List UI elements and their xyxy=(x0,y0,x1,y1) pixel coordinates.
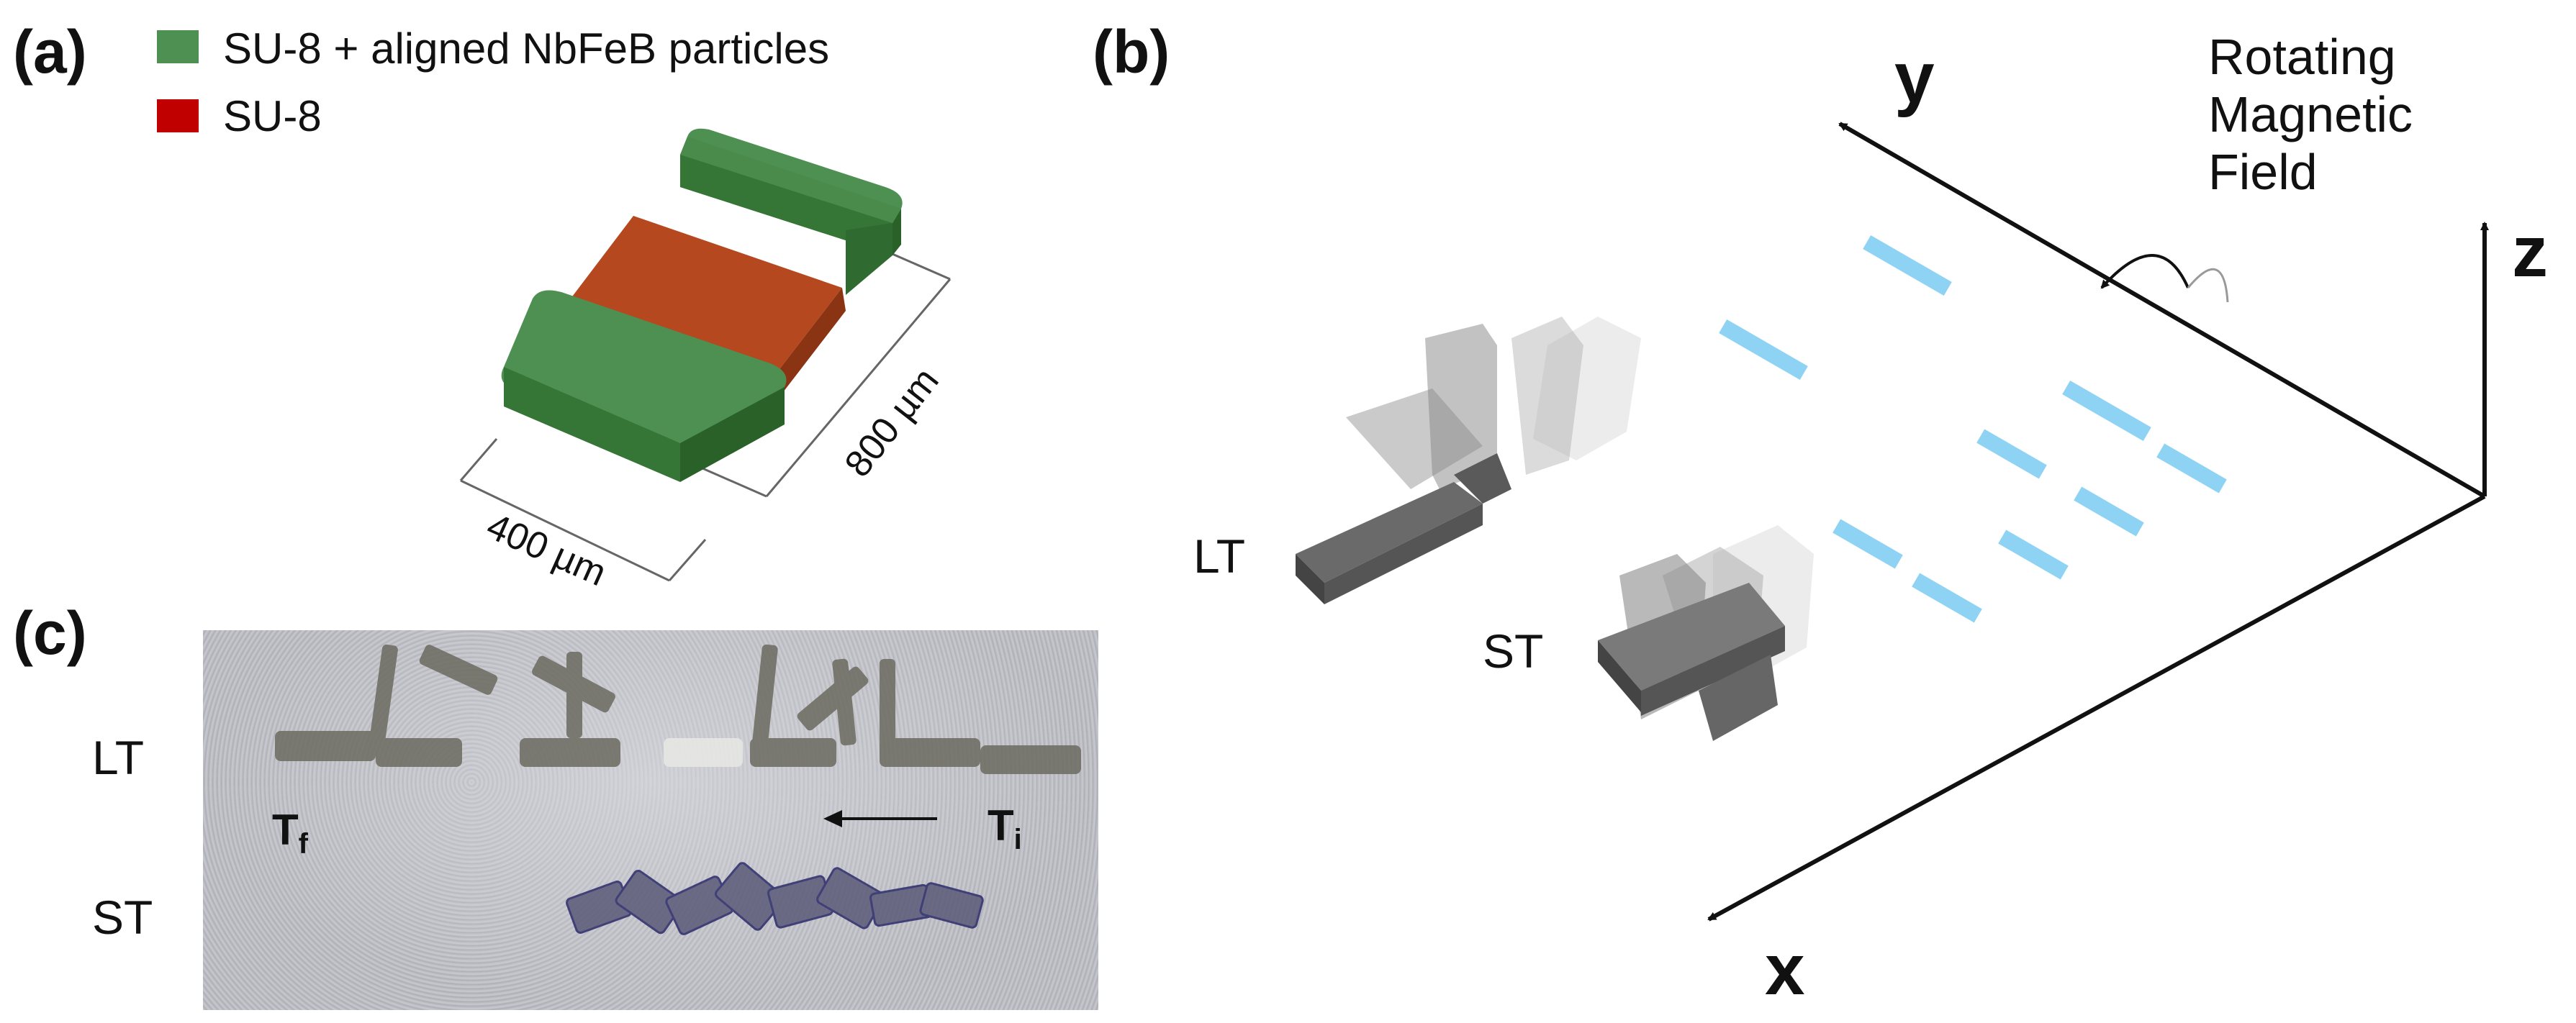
legend-text-su8: SU-8 xyxy=(223,92,322,140)
trajectory-markers xyxy=(1719,235,2227,623)
panel-b-lt-label: LT xyxy=(1193,529,1246,583)
t-final-base: T xyxy=(272,806,299,854)
t-initial-label: Ti xyxy=(988,801,1022,855)
panel-c-lt-label: LT xyxy=(92,731,145,784)
legend-swatch-su8 xyxy=(157,99,199,132)
t-initial-subscript: i xyxy=(1013,824,1022,855)
z-axis-label: z xyxy=(2512,212,2548,292)
dimension-lines xyxy=(459,243,952,582)
t-initial-base: T xyxy=(988,801,1014,850)
magnetic-pad-front xyxy=(501,290,787,482)
field-label-line-3: Field xyxy=(2208,143,2318,200)
panel-c-label: (c) xyxy=(13,599,87,667)
rotating-field-label: Rotating Magnetic Field xyxy=(2208,29,2467,201)
legend-swatch-magnetic xyxy=(157,30,199,63)
direction-arrow-head-icon xyxy=(823,810,842,827)
lt-robot-model xyxy=(1296,317,1641,604)
field-label-line-2: Magnetic xyxy=(2208,86,2413,142)
panel-b-st-label: ST xyxy=(1483,624,1544,678)
microrobot-3d-model xyxy=(459,128,952,582)
panel-a-label: (a) xyxy=(13,18,87,86)
photo-robots xyxy=(275,644,1081,935)
rotation-arrow-icon xyxy=(2100,254,2189,289)
panel-b-label: (b) xyxy=(1093,18,1170,86)
x-axis-line xyxy=(1707,494,2486,922)
legend-text-magnetic: SU-8 + aligned NbFeB particles xyxy=(223,24,830,73)
st-robot-row xyxy=(566,862,984,935)
lt-robot-row xyxy=(275,644,1081,774)
field-label-line-1: Rotating xyxy=(2208,29,2396,85)
t-final-subscript: f xyxy=(298,828,308,860)
y-axis-label: y xyxy=(1894,37,1935,118)
x-axis-label: x xyxy=(1765,929,1805,1010)
t-final-label: Tf xyxy=(272,806,308,860)
magnetic-pad-back xyxy=(680,128,903,295)
panel-c-st-label: ST xyxy=(92,891,153,944)
st-robot-model xyxy=(1598,525,1814,741)
y-axis-line xyxy=(1838,122,2486,499)
microscope-photo: Tf Ti xyxy=(203,630,1098,1010)
